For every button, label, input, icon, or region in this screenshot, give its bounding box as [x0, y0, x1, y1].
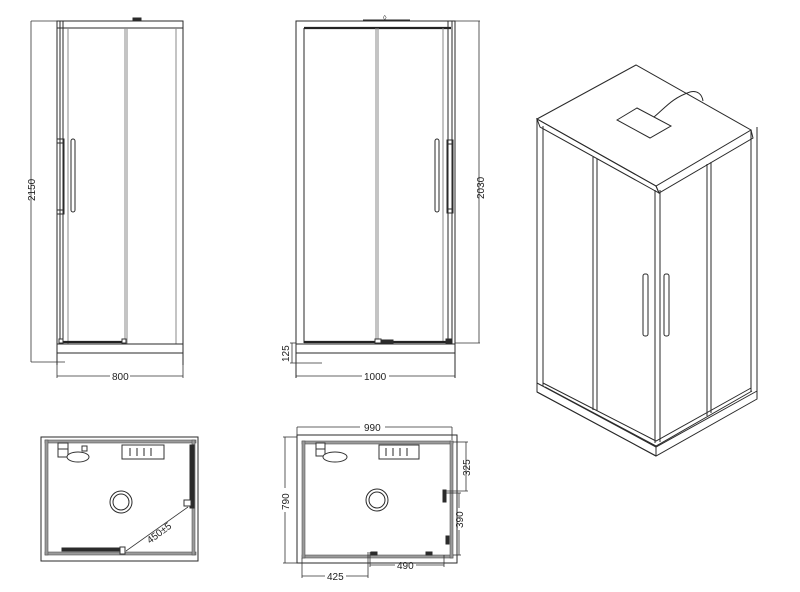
door-handle-left: [642, 273, 649, 337]
isometric-view: [535, 64, 758, 457]
height-dimension-label: 2030: [476, 176, 487, 199]
roof-cable: [653, 91, 704, 118]
svg-text:◊: ◊: [383, 15, 387, 22]
bottom-left-dimension-label: 425: [327, 572, 344, 583]
tray-height-label: 125: [281, 345, 292, 362]
width-dimension-label: 1000: [364, 372, 387, 383]
diagonal-dimension-label: 450±5: [145, 521, 174, 547]
front-elevation-view: ◊ 2030 125 10: [281, 15, 487, 383]
shower-valve-icon: [315, 442, 326, 450]
height-dimension-label: 2150: [27, 178, 38, 201]
shower-valve-icon: [57, 442, 69, 450]
shower-mixer-icon: [66, 451, 90, 463]
shower-mixer-icon: [322, 451, 348, 463]
plan-view-small: 450±5: [40, 436, 199, 562]
door-handle: [434, 138, 440, 213]
shelf-icon: [378, 444, 420, 460]
drain-icon: [109, 490, 133, 514]
door-handle-right: [663, 273, 670, 337]
door-handle: [70, 138, 76, 213]
drain-icon: [365, 488, 389, 512]
depth-dimension-label: 790: [281, 493, 292, 510]
plan-view-large: 990 790 325 390 425 490: [281, 423, 473, 583]
shelf-icon: [121, 444, 165, 460]
side-upper-dimension-label: 325: [462, 459, 473, 476]
side-elevation-view: 2150 800: [27, 17, 184, 383]
width-dimension-label: 800: [112, 372, 129, 383]
width-dimension-label: 990: [364, 423, 381, 434]
bottom-right-dimension-label: 490: [397, 561, 414, 572]
roof-fitting-icon: [132, 17, 142, 22]
side-lower-dimension-label: 390: [455, 511, 466, 528]
roof-light-panel: [615, 107, 673, 139]
